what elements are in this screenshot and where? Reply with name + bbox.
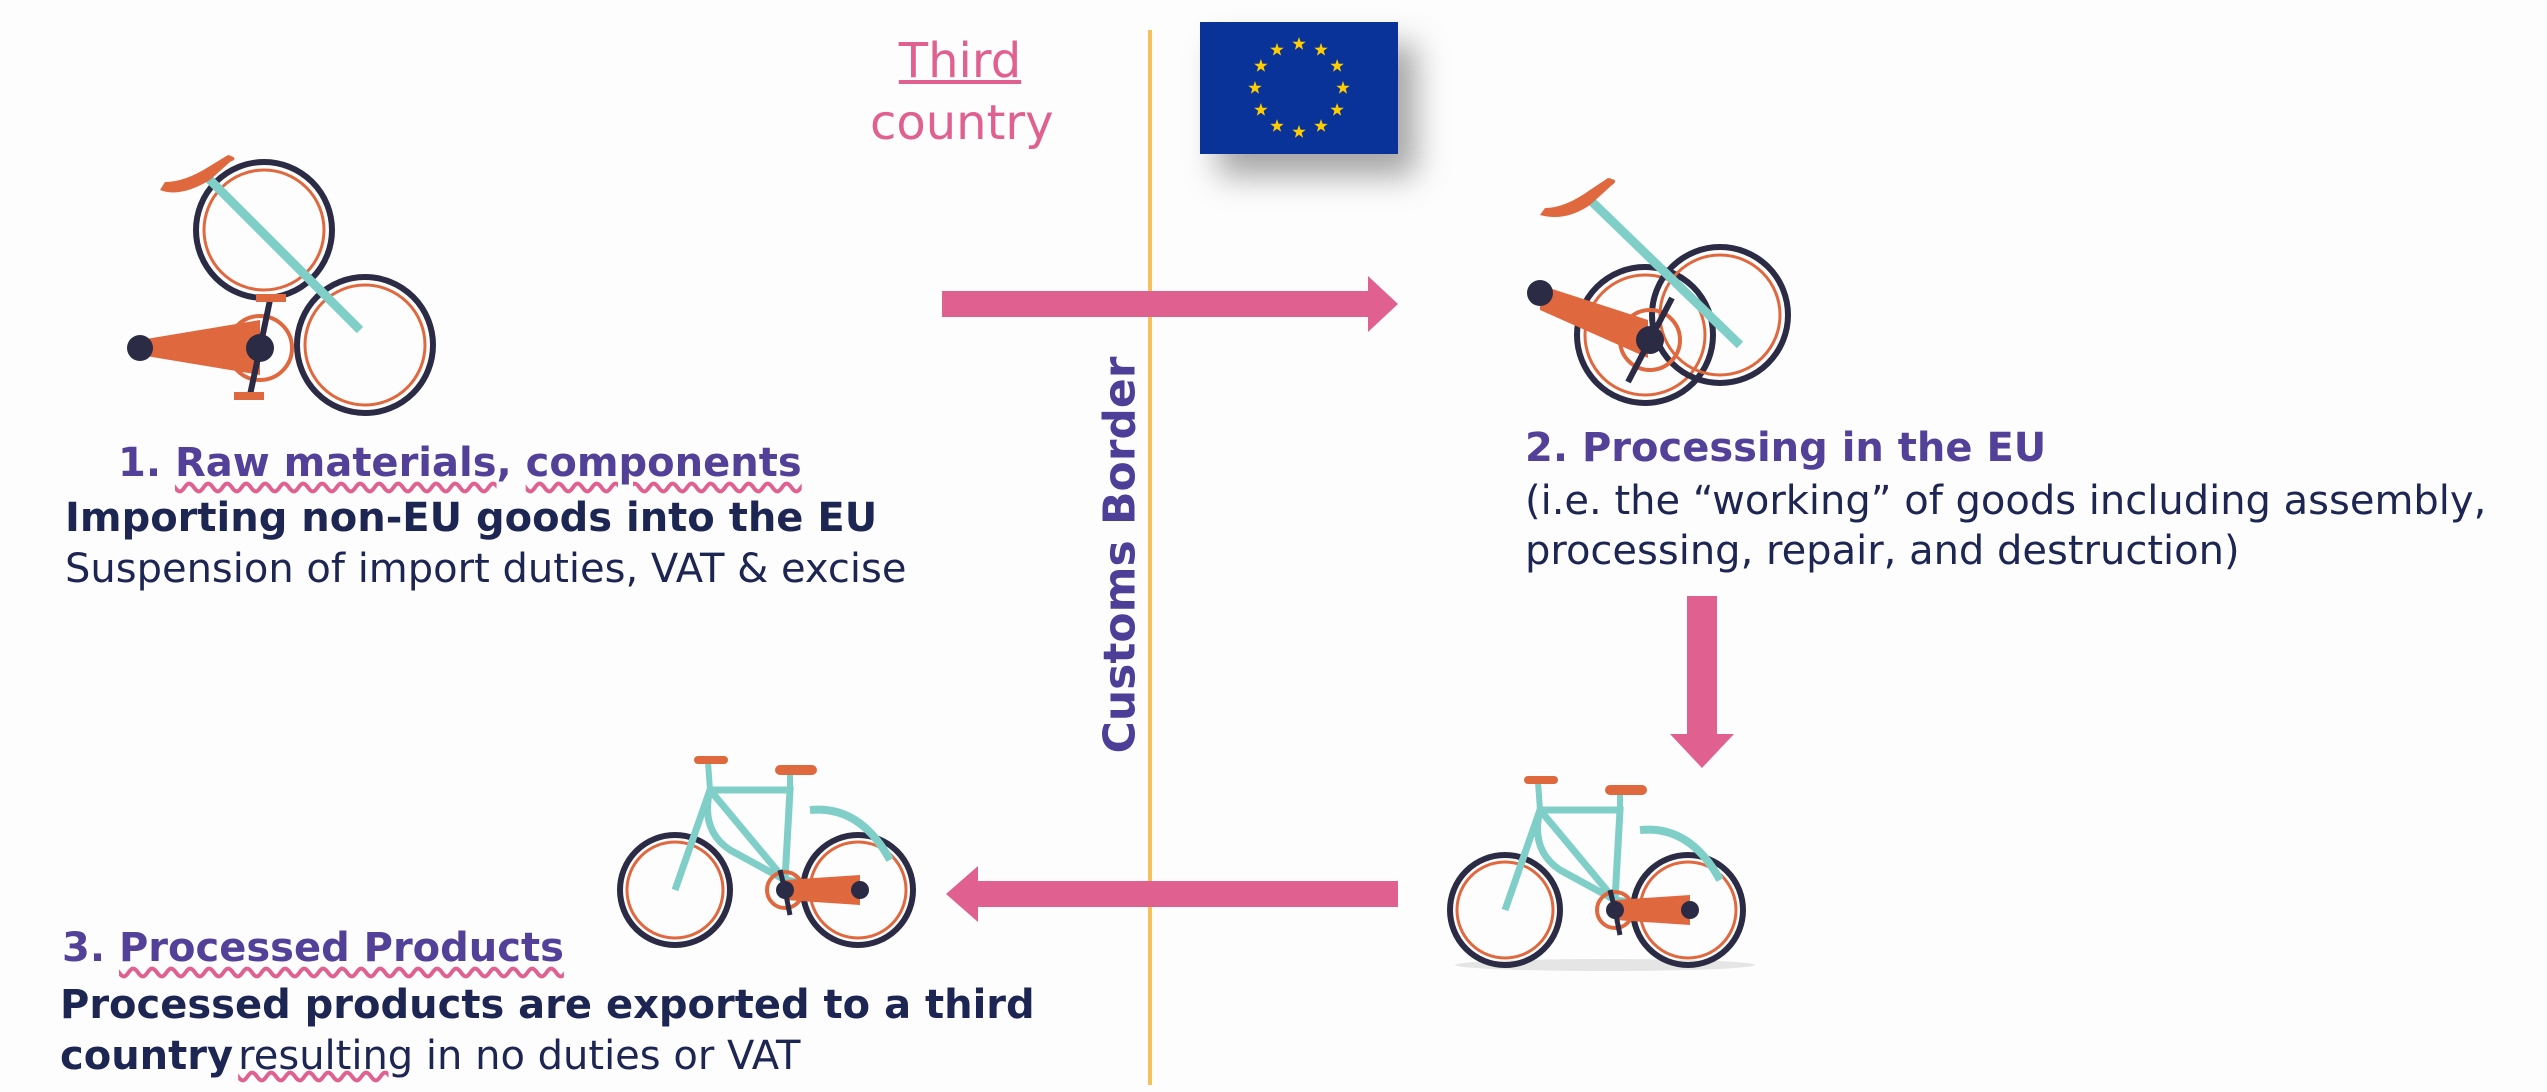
eu-star-icon bbox=[1314, 119, 1328, 132]
step1-title-word1: Raw materials bbox=[174, 440, 497, 486]
eu-star-icon bbox=[1254, 59, 1268, 72]
eu-star-icon bbox=[1254, 103, 1268, 116]
eu-flag-icon bbox=[1200, 22, 1398, 154]
step1-number: 1. bbox=[118, 440, 162, 486]
eu-star-icon bbox=[1330, 59, 1344, 72]
eu-star-icon bbox=[1330, 103, 1344, 116]
step3-title-text: Processed Products bbox=[118, 925, 564, 971]
eu-star-icon bbox=[1292, 37, 1306, 50]
customs-border-line bbox=[1148, 30, 1152, 1085]
step3-title: 3. Processed Products bbox=[62, 925, 564, 971]
step3-text-part2: in no duties or VAT bbox=[413, 1033, 801, 1079]
step2-text-line1: (i.e. the “working” of goods including a… bbox=[1525, 478, 2487, 524]
step1-text: Suspension of import duties, VAT & excis… bbox=[65, 546, 907, 592]
bike-exported-icon bbox=[617, 756, 916, 948]
step3-bold-line2: country bbox=[60, 1033, 234, 1079]
eu-star-icon bbox=[1314, 42, 1328, 56]
eu-star-icon bbox=[1270, 119, 1284, 132]
arrow-right bbox=[942, 276, 1398, 332]
eu-flag-stars bbox=[1248, 37, 1350, 138]
step3-text-part1: resulting bbox=[238, 1033, 414, 1079]
step3-bold-line1: Processed products are exported to a thi… bbox=[60, 982, 1035, 1028]
bike-parts-icon bbox=[127, 155, 436, 416]
step2-title: 2. Processing in the EU bbox=[1525, 425, 2046, 471]
step3-number: 3. bbox=[62, 925, 106, 971]
third-country-line1: Third bbox=[898, 33, 1022, 89]
step2-text-line2: processing, repair, and destruction) bbox=[1525, 528, 2240, 574]
step2-title-text: Processing in the EU bbox=[1581, 425, 2047, 471]
step1-title-sep: , bbox=[496, 440, 512, 486]
step2-number: 2. bbox=[1525, 425, 1569, 471]
step1-bold-text: Importing non-EU goods into the EU bbox=[65, 495, 878, 541]
third-country-label: Third country bbox=[870, 30, 1054, 154]
bike-assembled-icon bbox=[1447, 776, 1755, 971]
bike-processing-icon bbox=[1527, 178, 1791, 406]
step1-title-word2: components bbox=[525, 440, 802, 486]
step3-line2: country resulting in no duties or VAT bbox=[60, 1033, 800, 1079]
eu-star-icon bbox=[1270, 42, 1284, 56]
arrow-left bbox=[946, 866, 1398, 922]
eu-star-icon bbox=[1292, 125, 1306, 138]
eu-star-icon bbox=[1336, 81, 1350, 94]
eu-star-icon bbox=[1248, 81, 1262, 94]
step1-title: 1. Raw materials, components bbox=[118, 440, 802, 486]
arrow-down bbox=[1670, 596, 1734, 768]
third-country-line2: country bbox=[870, 95, 1054, 151]
